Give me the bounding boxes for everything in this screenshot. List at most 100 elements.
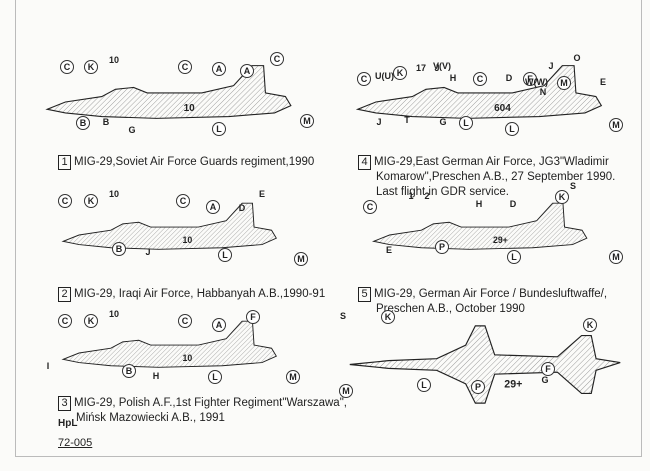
aircraft-side-view-1: 10 (45, 65, 292, 119)
page-frame (15, 0, 642, 457)
callout-m: M (609, 250, 623, 264)
aircraft-serial: 29+ (493, 235, 508, 245)
aircraft-serial: 10 (182, 353, 192, 363)
callout-m: M (286, 370, 300, 384)
callout-a: A (206, 200, 220, 214)
callout-uu: U(U) (375, 71, 394, 81)
aircraft-serial: 10 (184, 103, 196, 114)
callout-j: J (434, 63, 440, 73)
callout-g: G (128, 125, 136, 135)
callout-k: K (555, 190, 569, 204)
callout-17: 17 (415, 63, 426, 73)
callout-c: C (58, 314, 72, 328)
callout-k: K (583, 318, 597, 332)
callout-t: T (404, 115, 410, 125)
caption-text: Mińsk Mazowiecki A.B., 1991 (76, 412, 225, 424)
callout-i: I (46, 361, 50, 371)
aircraft-side-view-5: 29+ (371, 202, 588, 250)
caption-text: MIG-29, Iraqi Air Force, Habbanyah A.B.,… (74, 288, 326, 300)
aircraft-top-view: 29+ (349, 325, 621, 404)
caption-text: MIG-29,Soviet Air Force Guards regiment,… (74, 156, 315, 168)
caption-text: Preschen A.B., October 1990 (376, 303, 525, 315)
caption-text: MIG-29,East German Air Force, JG3"Wladim… (374, 156, 609, 168)
callout-f: F (523, 72, 537, 86)
aircraft-side-view-3: 10 (61, 320, 278, 368)
callout-j: J (376, 117, 382, 127)
callout-m: M (294, 252, 308, 266)
callout-l: L (505, 122, 519, 136)
scheme-number: 5 (358, 287, 371, 302)
callout-b: B (112, 242, 126, 256)
callout-n: N (539, 87, 547, 97)
callout-c: C (58, 194, 72, 208)
callout-s: S (569, 181, 576, 191)
callout-m: M (609, 118, 623, 132)
callout-d: D (505, 73, 513, 83)
callout-f: F (246, 310, 260, 324)
callout-d: D (238, 203, 246, 213)
aircraft-outline (371, 202, 588, 250)
aircraft-serial: 604 (494, 103, 511, 114)
callout-l: L (212, 122, 226, 136)
callout-l: L (459, 116, 473, 130)
aircraft-outline (61, 202, 278, 250)
scheme-number: 4 (358, 155, 371, 170)
caption-text: MIG-29, German Air Force / Bundesluftwaf… (374, 288, 608, 300)
scheme-number: 3 (58, 396, 71, 411)
callout-2: 2 (424, 191, 430, 201)
callout-m: M (557, 76, 571, 90)
caption-text: MIG-29, Polish A.F.,1st Fighter Regiment… (74, 397, 347, 409)
callout-10: 10 (108, 309, 119, 319)
maker-logo: HpL (58, 418, 78, 429)
callout-k: K (381, 310, 395, 324)
aircraft-outline (61, 320, 278, 368)
callout-k: K (84, 194, 98, 208)
aircraft-serial: 10 (182, 235, 192, 245)
callout-p: P (471, 380, 485, 394)
callout-b: B (122, 364, 136, 378)
callout-1: 1 (408, 191, 414, 201)
callout-10: 10 (108, 189, 119, 199)
callout-a: A (212, 62, 226, 76)
aircraft-outline (45, 65, 292, 119)
callout-vv: V(V) (433, 61, 451, 71)
callout-c: C (363, 200, 377, 214)
aircraft-side-view-2: 10 (61, 202, 278, 250)
scheme-number: 1 (58, 155, 71, 170)
callout-h: H (152, 371, 160, 381)
callout-b: B (102, 117, 110, 127)
callout-c: C (178, 60, 192, 74)
aircraft-outline (349, 325, 621, 404)
callout-f: F (541, 362, 555, 376)
caption-text: Komarow",Preschen A.B., 27 September 199… (376, 171, 616, 183)
callout-c: C (473, 72, 487, 86)
callout-j: J (548, 61, 554, 71)
callout-b: B (76, 116, 90, 130)
callout-l: L (507, 250, 521, 264)
callout-k: K (84, 60, 98, 74)
callout-e: E (385, 245, 392, 255)
callout-m: M (339, 384, 353, 398)
callout-s: S (339, 311, 346, 321)
callout-c: C (60, 60, 74, 74)
callout-h: H (475, 199, 483, 209)
callout-k: K (84, 314, 98, 328)
callout-k: K (393, 66, 407, 80)
callout-c: C (357, 72, 371, 86)
callout-l: L (208, 370, 222, 384)
callout-g: G (541, 375, 549, 385)
callout-p: P (435, 240, 449, 254)
callout-c: C (178, 314, 192, 328)
callout-ww: W(W) (525, 77, 548, 87)
callout-o: O (573, 53, 581, 63)
callout-l: L (417, 378, 431, 392)
callout-m: M (300, 114, 314, 128)
scheme-number: 2 (58, 287, 71, 302)
callout-j: J (145, 247, 151, 257)
